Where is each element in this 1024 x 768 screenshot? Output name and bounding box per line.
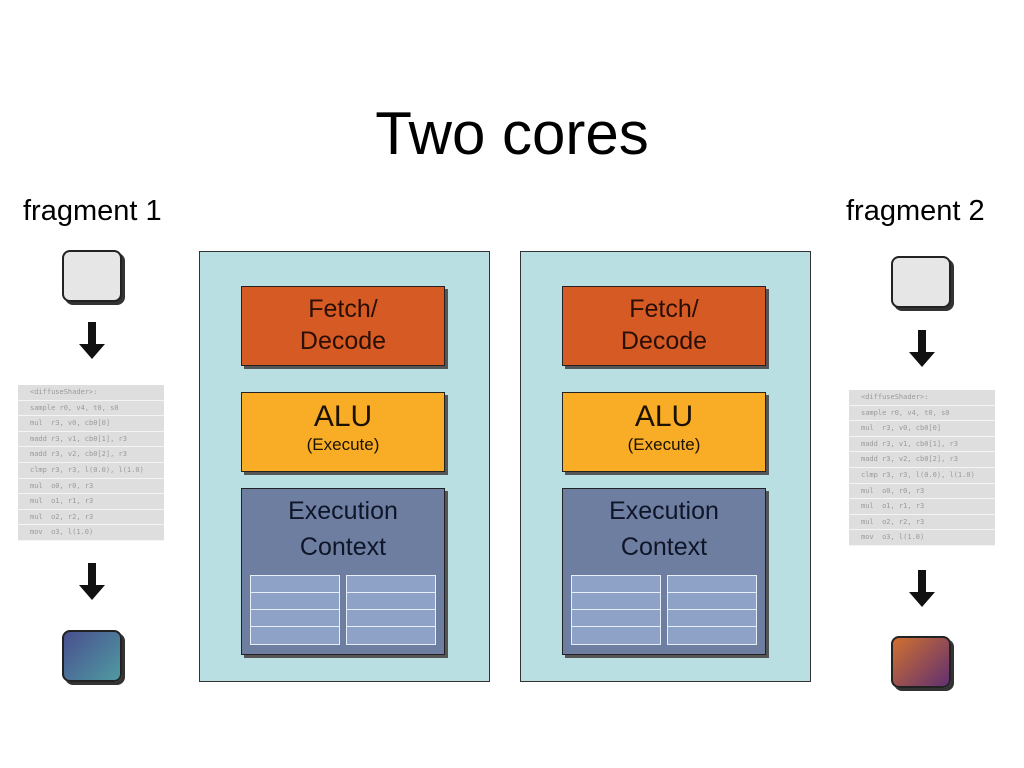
alu-label: ALU xyxy=(634,400,694,433)
code-line: sample r0, v4, t0, s0 xyxy=(849,406,995,422)
alu-unit: ALU (Execute) xyxy=(562,392,766,472)
code-line: mul o0, r0, r3 xyxy=(849,484,995,500)
code-line: clmp r3, r3, l(0.0), l(1.0) xyxy=(18,463,164,479)
code-line: mov o3, l(1.0) xyxy=(18,525,164,541)
code-line: <diffuseShader>: xyxy=(849,390,995,406)
code-line: clmp r3, r3, l(0.0), l(1.0) xyxy=(849,468,995,484)
fragment-1-label: fragment 1 xyxy=(23,195,162,227)
shader-code-1: <diffuseShader>: sample r0, v4, t0, s0 m… xyxy=(18,385,164,541)
code-line: mul r3, v0, cb0[0] xyxy=(849,421,995,437)
execution-label: Execution xyxy=(288,497,398,525)
code-line: mul r3, v0, cb0[0] xyxy=(18,416,164,432)
register-file xyxy=(250,575,340,645)
fetch-decode-unit: Fetch/ Decode xyxy=(241,286,445,366)
code-line: mul o1, r1, r3 xyxy=(849,499,995,515)
code-line: madd r3, v2, cb0[2], r3 xyxy=(849,452,995,468)
code-line: mul o2, r2, r3 xyxy=(849,515,995,531)
register-file xyxy=(667,575,757,645)
slide-title: Two cores xyxy=(375,100,649,167)
register-file xyxy=(346,575,436,645)
core-1: Fetch/ Decode ALU (Execute) Execution Co… xyxy=(199,251,490,682)
execution-context-unit: Execution Context xyxy=(241,488,445,655)
fragment-2-output xyxy=(891,636,951,688)
alu-sublabel: (Execute) xyxy=(306,435,380,454)
execution-label: Execution xyxy=(609,497,719,525)
code-line: mov o3, l(1.0) xyxy=(849,530,995,546)
fragment-1-input xyxy=(62,250,122,302)
code-line: madd r3, v1, cb0[1], r3 xyxy=(849,437,995,453)
arrow-down-icon xyxy=(79,563,105,600)
alu-label: ALU xyxy=(313,400,373,433)
code-line: <diffuseShader>: xyxy=(18,385,164,401)
code-line: mul o0, r0, r3 xyxy=(18,479,164,495)
arrow-down-icon xyxy=(79,322,105,359)
fetch-label: Fetch/ xyxy=(629,295,699,323)
fetch-label: Fetch/ xyxy=(308,295,378,323)
fetch-decode-unit: Fetch/ Decode xyxy=(562,286,766,366)
arrow-down-icon xyxy=(909,570,935,607)
code-line: madd r3, v1, cb0[1], r3 xyxy=(18,432,164,448)
alu-unit: ALU (Execute) xyxy=(241,392,445,472)
code-line: madd r3, v2, cb0[2], r3 xyxy=(18,447,164,463)
code-line: mul o1, r1, r3 xyxy=(18,494,164,510)
decode-label: Decode xyxy=(299,327,387,355)
core-2: Fetch/ Decode ALU (Execute) Execution Co… xyxy=(520,251,811,682)
execution-context-unit: Execution Context xyxy=(562,488,766,655)
decode-label: Decode xyxy=(620,327,708,355)
fragment-2-label: fragment 2 xyxy=(846,195,985,227)
register-file xyxy=(571,575,661,645)
code-line: sample r0, v4, t0, s0 xyxy=(18,401,164,417)
alu-sublabel: (Execute) xyxy=(627,435,701,454)
shader-code-2: <diffuseShader>: sample r0, v4, t0, s0 m… xyxy=(849,390,995,546)
fragment-2-input xyxy=(891,256,951,308)
context-label: Context xyxy=(620,533,708,561)
code-line: mul o2, r2, r3 xyxy=(18,510,164,526)
context-label: Context xyxy=(299,533,387,561)
arrow-down-icon xyxy=(909,330,935,367)
fragment-1-output xyxy=(62,630,122,682)
